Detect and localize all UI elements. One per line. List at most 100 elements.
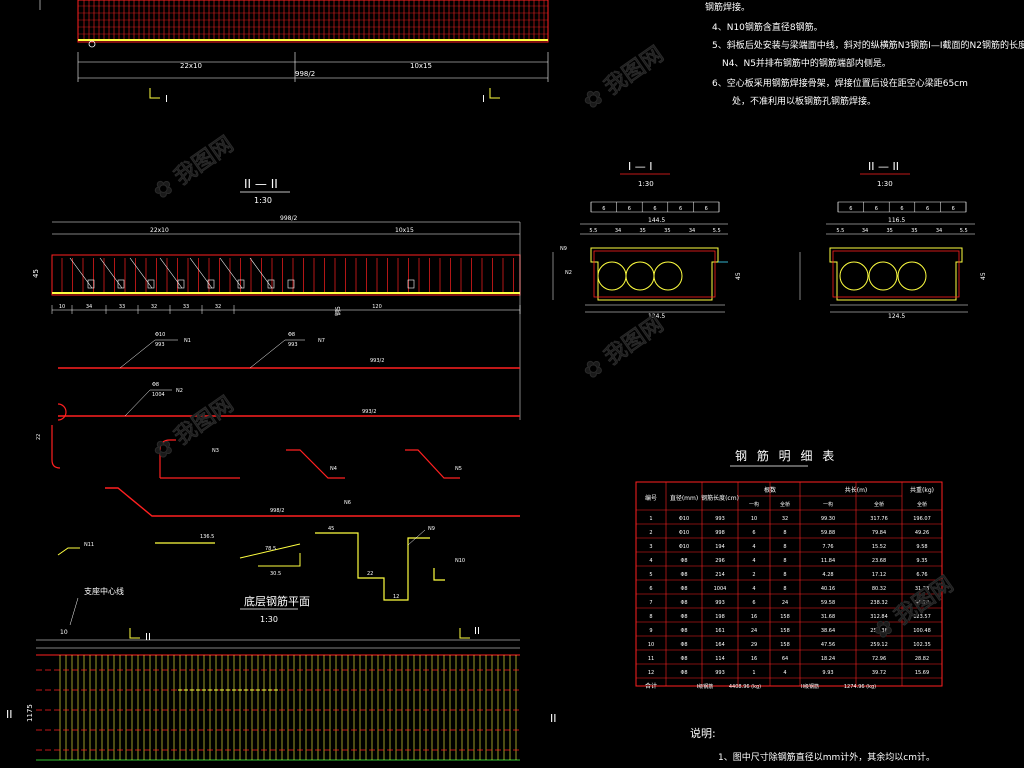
table-cell: 5: [649, 572, 652, 578]
elev-dim-total: 998/2: [280, 215, 297, 222]
table-cell: 64: [782, 656, 788, 662]
table-header-len: 钢筋长度(cm): [701, 494, 739, 502]
elev-bottom-dim: 10: [59, 304, 65, 310]
section-sub-dim: 34: [862, 228, 868, 234]
table-cell: 99.30: [821, 516, 835, 522]
table-cell: 158: [780, 614, 790, 620]
table-cell: Φ8: [680, 670, 687, 676]
top-dim-1: 22x10: [180, 62, 202, 70]
table-cell: Φ8: [680, 656, 687, 662]
table-cell: 123.57: [913, 614, 931, 620]
table-subheader: 全桥: [780, 501, 790, 508]
len-30: 30.5: [270, 571, 281, 577]
table-cell: Φ10: [679, 544, 689, 550]
d-12: 12: [393, 594, 399, 600]
section-sub-dim: 35: [886, 228, 892, 234]
table-cell: 4.28: [822, 572, 833, 578]
table-cell: 102.35: [913, 642, 931, 648]
section-top-dim: 6: [705, 206, 708, 212]
n2-tag: N2: [176, 388, 183, 394]
table-cell: Φ8: [680, 558, 687, 564]
table-cell: 4: [752, 586, 755, 592]
section-top-dim: 6: [602, 206, 605, 212]
table-cell: 4: [783, 670, 786, 676]
bottom-notes-head: 说明:: [690, 727, 716, 740]
table-cell: 1004: [714, 586, 727, 592]
secI-title: I — I: [628, 160, 652, 173]
table-cell: 31.68: [821, 614, 835, 620]
table-cell: 2: [649, 530, 652, 536]
n4-tag: N4: [330, 466, 337, 472]
table-cell: 158: [780, 628, 790, 634]
table-cell: 3: [649, 544, 652, 550]
table-cell: 39.72: [872, 670, 886, 676]
table-total-val1: 4408.96 (kg): [729, 684, 761, 690]
plan-title: 底层钢筋平面: [244, 594, 310, 608]
table-cell: Φ8: [680, 628, 687, 634]
table-cell: Φ10: [679, 530, 689, 536]
table-cell: 194: [715, 544, 725, 550]
plan-side-dim: 1175: [26, 704, 34, 722]
table-header-dia: 直径(mm): [670, 494, 698, 502]
bottom-notes-item1: 1、图中尺寸除钢筋直径以mm计外，其余均以cm计。: [718, 753, 935, 763]
table-cell: Φ8: [680, 614, 687, 620]
table-cell: 8: [783, 572, 786, 578]
table-cell: 72.96: [872, 656, 886, 662]
plan-view: 底层钢筋平面 1:30 支座中心线 10 II II 1175 II II: [6, 586, 557, 761]
secII-scale: 1:30: [877, 180, 893, 188]
table-cell: 164: [715, 642, 725, 648]
table-subheader: 全桥: [917, 501, 927, 508]
section-top-dim: 6: [628, 206, 631, 212]
table-cell: 10: [751, 516, 757, 522]
table-cell: 6: [752, 530, 755, 536]
table-cell: 24: [751, 628, 757, 634]
table-cell: 998: [715, 530, 725, 536]
section-sub-dim: 5.5: [836, 228, 844, 234]
table-cell: Φ10: [679, 516, 689, 522]
section-top-dim: 6: [952, 206, 955, 212]
n3-tag: N3: [212, 448, 219, 454]
elev-scale: 1:30: [254, 196, 272, 205]
n2-len: 1004: [152, 392, 165, 398]
table-cell: 15.52: [872, 544, 886, 550]
table-cell: Φ8: [680, 572, 687, 578]
table-cell: 259.12: [870, 642, 888, 648]
elev-bottom-dim: 33: [183, 304, 189, 310]
table-cell: 11: [648, 656, 654, 662]
table-cell: 23.68: [872, 558, 886, 564]
table-cell: Φ8: [680, 586, 687, 592]
section-top-dim: 6: [653, 206, 656, 212]
svg-text:✿ 我图网: ✿ 我图网: [579, 312, 668, 385]
table-cell: 100.48: [913, 628, 931, 634]
elev-bottom-dim: 32: [215, 304, 221, 310]
top-elevation: 22x10 10x15 998/2 I I: [39, 0, 549, 105]
secII-width: 124.5: [888, 313, 905, 320]
table-cell: 49.26: [915, 530, 929, 536]
elev-dim-right: 10x15: [395, 227, 414, 234]
section-sub-dim: 34: [615, 228, 621, 234]
table-cell: 1: [752, 670, 755, 676]
secII-title: II — II: [868, 160, 899, 173]
table-cell: Φ8: [680, 642, 687, 648]
n7-tag: N7: [318, 338, 325, 344]
note-line0: 钢筋焊接。: [705, 3, 751, 13]
elev-bottom-dim: 34: [86, 304, 92, 310]
table-cell: 28.82: [915, 656, 929, 662]
table-cell: 47.56: [821, 642, 835, 648]
n1-len: 993: [155, 342, 165, 348]
table-cell: 9: [649, 628, 652, 634]
plan-left-dim: 10: [60, 629, 68, 636]
table-cell: 6.76: [916, 572, 927, 578]
watermarks: ✿ 我图网 ✿ 我图网 ✿ 我图网 ✿ 我图网 ✿ 我图网: [149, 41, 959, 645]
table-cell: 254.38: [870, 628, 888, 634]
section-top-dim: 6: [679, 206, 682, 212]
plan-mark-II-left: II: [145, 632, 151, 643]
table-cell: 158: [780, 642, 790, 648]
table-cell: 16: [751, 614, 757, 620]
table-cell: 993: [715, 600, 725, 606]
table-subheader: 全桥: [874, 501, 884, 508]
table-cell: 8: [783, 544, 786, 550]
